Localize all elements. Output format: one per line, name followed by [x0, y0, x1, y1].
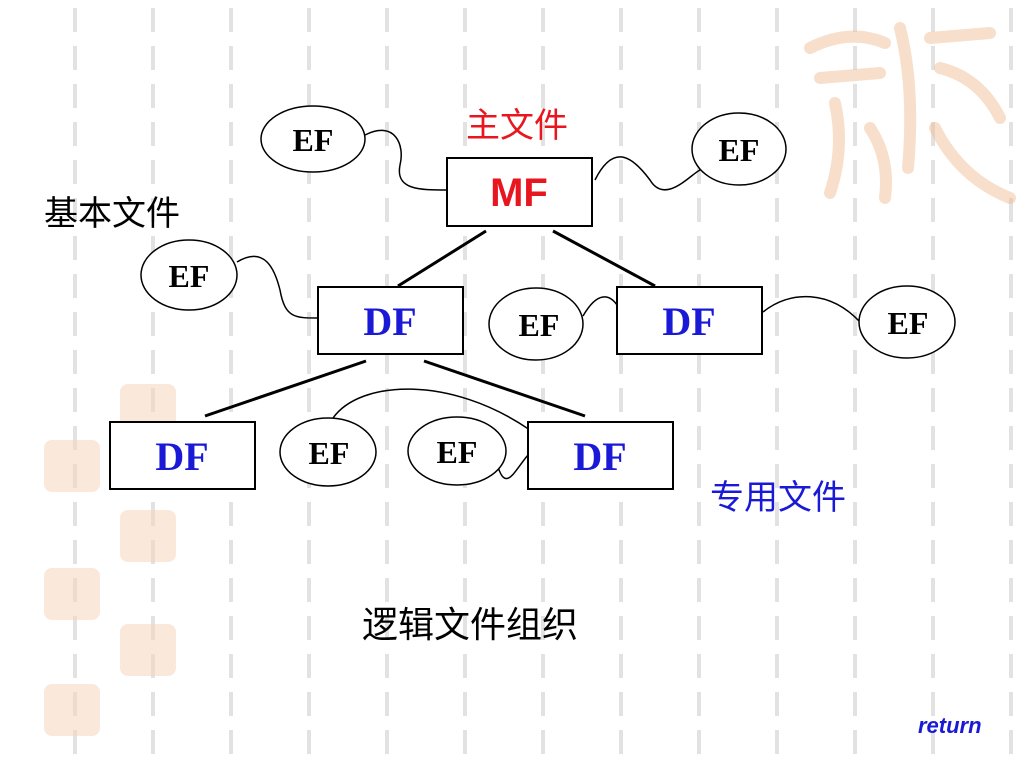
ef-ellipse: [691, 112, 787, 186]
connector-lines: [236, 129, 861, 480]
connector-ef-df-small: [496, 454, 529, 480]
df-label: DF: [662, 299, 715, 344]
connector-ef-df-arc: [332, 388, 531, 431]
edge-df-df-bottom-left: [204, 359, 367, 418]
ef-label: EF: [437, 434, 478, 470]
mf-box: [446, 157, 593, 227]
connector-mf-ef: [594, 156, 701, 191]
connector-df-ef: [762, 295, 861, 323]
tree-edges: [204, 229, 656, 418]
basic-file-caption: 基本文件: [44, 194, 180, 234]
ef-ellipse: [140, 239, 238, 311]
df-box: [527, 421, 674, 490]
special-file-caption: 专用文件: [710, 478, 846, 518]
df-label: DF: [363, 299, 416, 344]
df-box: [616, 286, 763, 355]
ef-label: EF: [169, 258, 210, 294]
seal-watermark: [44, 684, 100, 736]
return-link[interactable]: return: [918, 713, 982, 738]
edge-df-df-bottom-right: [423, 359, 586, 418]
connector-ef-df: [236, 255, 319, 319]
ef-ellipse: [858, 285, 956, 359]
ef-ellipse: [260, 105, 366, 173]
connector-ef-mf: [364, 129, 448, 191]
ef-ellipse: [407, 416, 507, 486]
df-box: [109, 421, 256, 490]
seal-watermark: [120, 510, 176, 562]
ef-ellipse: [488, 287, 584, 361]
ef-label: EF: [293, 122, 334, 158]
ef-label: EF: [888, 305, 929, 341]
ef-label: EF: [719, 132, 760, 168]
seal-watermark: [120, 624, 176, 676]
edge-mf-df-right: [552, 229, 656, 288]
seal-watermark: [44, 440, 100, 492]
df-label: DF: [155, 434, 208, 479]
seal-watermark: [44, 568, 100, 620]
df-box: [317, 286, 464, 355]
ef-ellipse: [279, 417, 377, 487]
diagram-title: 逻辑文件组织: [362, 605, 579, 646]
df-label: DF: [573, 434, 626, 479]
edge-mf-df-left: [397, 229, 487, 288]
ef-label: EF: [309, 435, 350, 471]
connector-ef-df-right: [582, 296, 618, 317]
mf-label: MF: [490, 171, 548, 215]
main-file-caption: 主文件: [466, 106, 568, 146]
ef-label: EF: [519, 307, 560, 343]
seal-watermark-large: [804, 22, 1016, 204]
